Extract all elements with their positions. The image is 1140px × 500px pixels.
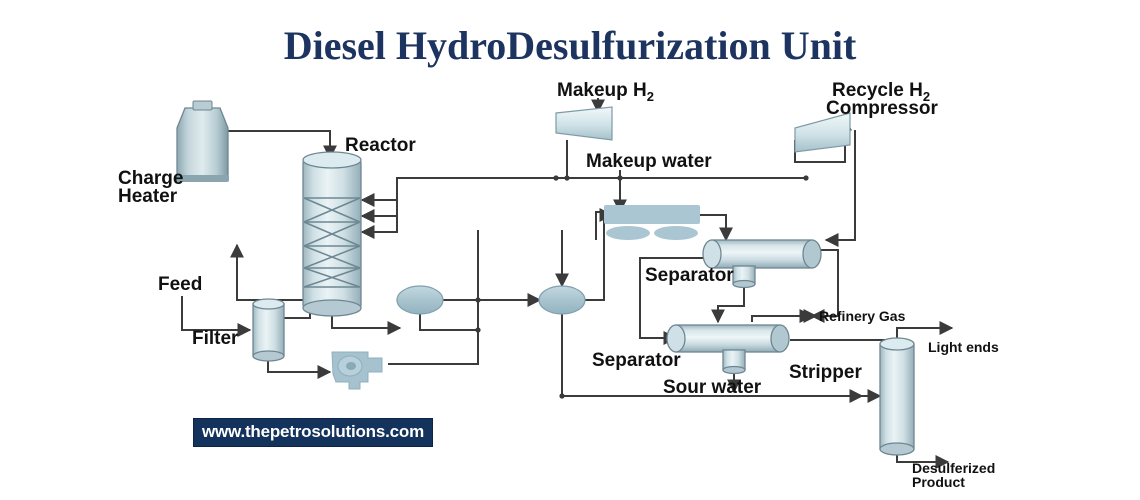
feed-label: Feed: [158, 274, 202, 295]
filter-label: Filter: [192, 328, 239, 349]
stripper-shell: [879, 343, 915, 450]
separator-hp-label: Separator: [645, 265, 734, 286]
heat-exchanger-2[interactable]: [538, 285, 586, 315]
pipe-air-cooler-to-hp-separator: [700, 214, 733, 242]
separator-lp-boot-bottom: [722, 365, 746, 375]
filter-top-head: [252, 298, 285, 310]
feed-pump[interactable]: [331, 351, 383, 390]
junction-dot: [617, 175, 623, 181]
recycle-h2-label-line2: Compressor: [826, 98, 939, 119]
makeup-water-label: Makeup water: [586, 151, 712, 172]
desulferized-product-label-line1: Desulferized: [912, 460, 995, 476]
makeup-h2-compressor[interactable]: [555, 106, 613, 141]
separator-hp[interactable]: [702, 239, 822, 289]
junction-dot: [475, 297, 481, 303]
charge-heater-body: [176, 107, 229, 177]
pipe-quench-branch-2: [360, 200, 398, 223]
piping-network: [181, 98, 954, 469]
filter[interactable]: [252, 298, 285, 362]
stripper[interactable]: [879, 337, 915, 456]
separator-lp-left-head: [666, 324, 686, 353]
reactor[interactable]: [302, 151, 362, 317]
makeup-h2-label: Makeup H2: [557, 80, 654, 104]
junction-dot: [553, 175, 559, 181]
pipe-exchanger-1-bottom-return: [419, 313, 478, 331]
air-cooler-fan-2: [654, 226, 698, 240]
stripper-label: Stripper: [789, 362, 862, 383]
pump-impeller: [346, 362, 356, 370]
refinery-gas-label: Refinery Gas: [819, 308, 906, 324]
light-ends-label: Light ends: [928, 339, 999, 355]
charge-heater[interactable]: [176, 100, 229, 182]
charge-heater-stack: [192, 100, 213, 111]
pipe-to-charge-heater-inlet: [230, 243, 310, 301]
separator-hp-right-head: [802, 239, 822, 269]
heat-exchanger-1[interactable]: [396, 285, 444, 315]
charge-heater-label-line1: Charge: [118, 168, 183, 189]
pipe-hp-separator-gas-out: [810, 249, 839, 323]
charge-heater-base: [176, 175, 229, 182]
pipe-reactor-bottom-to-exchanger-1: [331, 311, 402, 335]
sour-water-label: Sour water: [663, 377, 762, 398]
pipe-exchanger-2-to-air-cooler: [584, 208, 614, 301]
junction-dot: [475, 327, 481, 333]
pipe-quench-header: [360, 177, 556, 207]
watermark-url: www.thepetrosolutions.com: [193, 418, 433, 447]
separator-hp-left-head: [702, 239, 722, 269]
page-title: Diesel HydroDesulfurization Unit: [283, 23, 857, 68]
exchanger-1-body: [396, 285, 444, 315]
separator-lp[interactable]: [666, 324, 790, 375]
desulferized-product-label-line2: Product: [912, 474, 965, 490]
separator-lp-label: Separator: [592, 350, 681, 371]
pipe-recycle-compressor-discharge: [824, 130, 856, 247]
stripper-bottom-head: [879, 442, 915, 456]
separator-lp-right-head: [770, 324, 790, 353]
makeup-h2-compressor-body: [555, 106, 613, 141]
pipe-charge-heater-to-reactor: [222, 130, 337, 160]
recycle-h2-label-line1: Recycle H2: [832, 80, 930, 104]
separator-hp-shell: [711, 239, 813, 269]
pipe-hp-separator-boot-down: [711, 282, 745, 324]
air-cooler-fan-1: [606, 226, 650, 240]
filter-shell: [252, 303, 285, 357]
junction-dot: [559, 393, 565, 399]
recycle-h2-compressor-body: [794, 112, 851, 153]
charge-heater-label-line2: Heater: [118, 186, 178, 207]
reactor-top-head: [302, 151, 362, 169]
filter-bottom-head: [252, 350, 285, 362]
junction-dot: [803, 175, 809, 181]
pipe-pump-discharge: [388, 300, 479, 365]
pipe-quench-branch-3: [360, 216, 398, 239]
reactor-label: Reactor: [345, 135, 416, 156]
separator-hp-boot-bottom: [732, 279, 756, 289]
junction-dot: [564, 175, 570, 181]
stripper-top-head: [879, 337, 915, 351]
exchanger-2-body: [538, 285, 586, 315]
recycle-h2-compressor[interactable]: [794, 112, 851, 153]
pipe-hp-separator-liquid-to-lp: [639, 257, 712, 345]
air-cooler-bundle: [604, 205, 700, 224]
separator-lp-shell: [675, 324, 781, 353]
reactor-bottom-head: [302, 299, 362, 317]
air-cooler[interactable]: [604, 205, 700, 240]
pipe-feed-to-filter: [181, 296, 252, 337]
reactor-catalyst-beds: [303, 197, 361, 288]
